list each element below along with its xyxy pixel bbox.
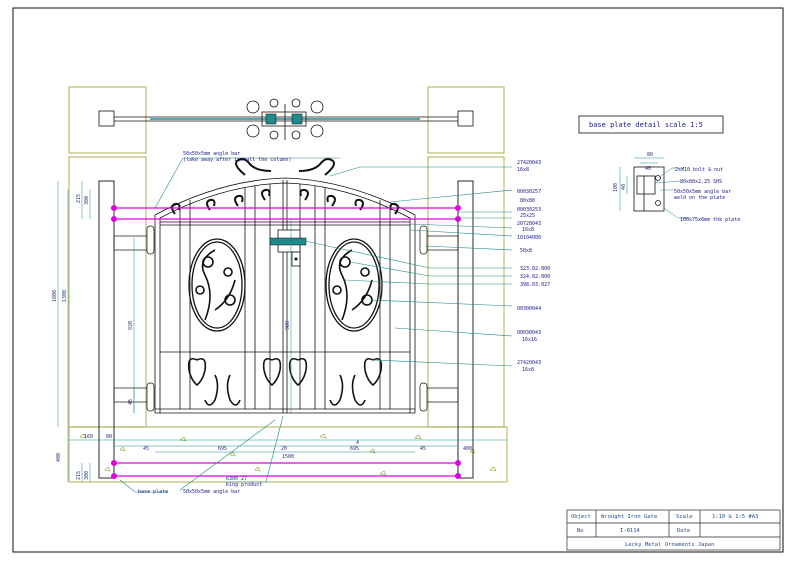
dim-w-mid: 20 bbox=[281, 446, 287, 452]
dim-w-leaf: 695 bbox=[218, 446, 227, 452]
concrete-hatch bbox=[79, 433, 497, 476]
detail-dim-left: 100 bbox=[613, 183, 619, 192]
detail-note-2: 80x80x2.25 SHS bbox=[680, 179, 722, 185]
angle-bar-note-2: (take away after install the column) bbox=[183, 157, 291, 163]
dim-h-inner: 1300 bbox=[62, 290, 68, 302]
heart-scrolls bbox=[187, 357, 383, 406]
dim-w-gap: 45 bbox=[143, 446, 149, 452]
detail-note-4: weld on the plate bbox=[674, 195, 725, 201]
plan-left-post bbox=[98, 110, 115, 127]
dim-w-leaf2: 695 bbox=[350, 446, 359, 452]
post-brackets bbox=[113, 235, 459, 403]
oval-medallions bbox=[188, 238, 383, 332]
part-4-code: 10104000 bbox=[517, 235, 541, 241]
part-1-sub: 80x80 bbox=[520, 198, 535, 204]
part-0-code: 27420043 bbox=[517, 160, 541, 166]
tb-object-label: Object bbox=[571, 514, 591, 520]
base-plate-note: base plate bbox=[138, 489, 168, 495]
dim-h-top: 215 bbox=[76, 194, 82, 203]
dim-num-4: 4 bbox=[356, 440, 359, 446]
drawing-border bbox=[12, 7, 784, 553]
dim-h-leaf: 920 bbox=[128, 321, 134, 330]
dim-h-top2: 300 bbox=[84, 196, 90, 205]
top-scrolls bbox=[171, 157, 399, 215]
part-6-code: 323.02.000 bbox=[520, 266, 550, 272]
dim-h-foot2: 400 bbox=[56, 453, 62, 462]
dim-h-bottom2: 300 bbox=[84, 471, 90, 480]
part-labels: 27420043 16x8 00030257 80x80 00030253 25… bbox=[517, 160, 550, 373]
detail-note-5: 100x75x6mm thk plate bbox=[680, 217, 740, 223]
dimension-lines bbox=[57, 181, 507, 482]
detail-note-3: 50x50x5mm angle bar bbox=[674, 189, 731, 195]
title-block bbox=[566, 509, 781, 551]
plan-left-footing bbox=[68, 86, 147, 154]
detail-dim-top: 80 bbox=[647, 152, 653, 158]
part-9-code: 00300044 bbox=[517, 306, 541, 312]
tb-scale-label: Scale bbox=[676, 514, 693, 520]
dim-h-bottom: 215 bbox=[76, 471, 82, 480]
hinges bbox=[146, 225, 428, 412]
floral-ornament bbox=[195, 249, 373, 321]
base-plate-detail: base plate detail scale 1:5 80 40 100 40… bbox=[578, 115, 740, 223]
leader-lines bbox=[119, 157, 513, 493]
part-11-sub: 16x8 bbox=[522, 367, 534, 373]
tb-company: Lecky Metal Ornaments Japan bbox=[625, 542, 714, 548]
gate-leaves bbox=[154, 177, 416, 414]
part-10-code: 00030043 bbox=[517, 330, 541, 336]
dim-w-gap2: 45 bbox=[420, 446, 426, 452]
king-product-note: king product bbox=[226, 482, 262, 488]
plan-ornament bbox=[246, 98, 324, 140]
detail-dim-inner: 40 bbox=[645, 166, 651, 172]
part-10-sub: 16x16 bbox=[522, 337, 537, 343]
gate-posts bbox=[98, 180, 474, 479]
part-11-code: 27420043 bbox=[517, 360, 541, 366]
detail-dim-left-inner: 40 bbox=[621, 184, 627, 190]
king-code-note: 6300 27 bbox=[226, 476, 247, 482]
gate-lock bbox=[269, 229, 307, 267]
part-2-code: 00030253 bbox=[517, 207, 541, 213]
plan-right-post bbox=[457, 110, 474, 127]
tb-date-label: Date bbox=[677, 528, 690, 534]
part-5-code: 50x8 bbox=[520, 248, 532, 254]
detail-note-1: 2xM10 bolt & nut bbox=[675, 167, 723, 173]
angle-bar-note-1: 50x50x5mm angle bar bbox=[183, 151, 240, 157]
tb-scale-value: 1:10 & 1:5 #A3 bbox=[712, 514, 758, 520]
tb-no-label: No bbox=[577, 528, 584, 534]
part-3-sub: 16x8 bbox=[522, 227, 534, 233]
detail-title: base plate detail scale 1:5 bbox=[589, 121, 703, 129]
tb-no-value: I-0114 bbox=[620, 528, 641, 534]
magenta-rails bbox=[111, 205, 461, 479]
plan-right-footing bbox=[427, 86, 505, 154]
dim-h-foot: 45 bbox=[128, 399, 134, 405]
part-7-code: 324.02.000 bbox=[520, 274, 550, 280]
part-0-sub: 16x8 bbox=[517, 167, 529, 173]
elevation-footings bbox=[68, 156, 508, 483]
dim-h-mid: 900 bbox=[285, 321, 291, 330]
tb-object-value: Wrought Iron Gate bbox=[601, 514, 657, 520]
part-8-code: 398.03.027 bbox=[520, 282, 550, 288]
dim-w-total: 1500 bbox=[282, 454, 294, 460]
part-2-sub: 25x25 bbox=[520, 213, 535, 219]
dim-w-col2: 80 bbox=[106, 434, 112, 440]
plan-view bbox=[68, 86, 505, 154]
dim-w-col3: 400 bbox=[463, 446, 472, 452]
dim-w-col: 160 bbox=[84, 434, 93, 440]
part-3-code: 20720043 bbox=[517, 221, 541, 227]
part-1-code: 00030257 bbox=[517, 189, 541, 195]
dim-h-total: 1800 bbox=[52, 290, 58, 302]
angle-bar-bottom-note: 50x50x5mm angle bar bbox=[183, 489, 240, 495]
